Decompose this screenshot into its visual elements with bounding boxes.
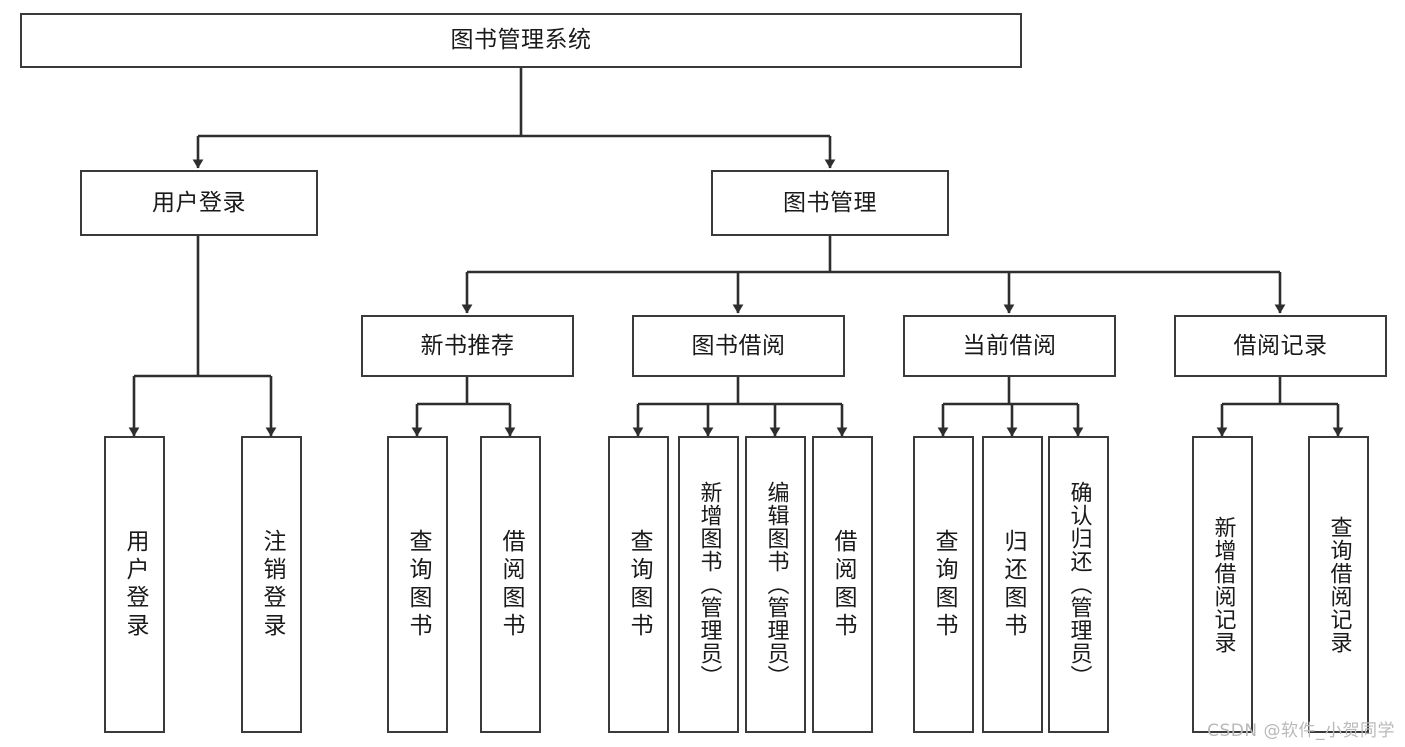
leaf-user-login[interactable]: 用户登录	[104, 436, 165, 733]
node-book-borrow[interactable]: 图书借阅	[632, 315, 845, 377]
node-book-management-label: 图书管理	[783, 189, 877, 216]
watermark-text: CSDN @软件_小贺同学	[1207, 721, 1395, 741]
leaf-borrow-book-2[interactable]: 借阅图书	[812, 436, 873, 733]
leaf-query-record[interactable]: 查询借阅记录	[1308, 436, 1369, 733]
leaf-edit-book-label: 编辑图书（管理员）	[763, 481, 789, 688]
node-new-book-recommend-label: 新书推荐	[420, 332, 515, 359]
leaf-add-record-label: 新增借阅记录	[1210, 515, 1236, 654]
leaf-add-book[interactable]: 新增图书（管理员）	[678, 436, 739, 733]
leaf-confirm-return-label: 确认归还（管理员）	[1066, 481, 1092, 688]
leaf-query-book-3[interactable]: 查询图书	[913, 436, 974, 733]
node-root[interactable]: 图书管理系统	[20, 13, 1022, 68]
leaf-borrow-book-1-label: 借阅图书	[498, 528, 524, 641]
leaf-query-book-3-label: 查询图书	[931, 528, 957, 641]
leaf-confirm-return[interactable]: 确认归还（管理员）	[1048, 436, 1109, 733]
leaf-query-book-2[interactable]: 查询图书	[608, 436, 669, 733]
leaf-borrow-book-2-label: 借阅图书	[830, 528, 856, 641]
node-book-management[interactable]: 图书管理	[711, 170, 949, 236]
node-root-label: 图书管理系统	[450, 27, 592, 53]
node-borrow-record-label: 借阅记录	[1233, 332, 1328, 359]
leaf-edit-book[interactable]: 编辑图书（管理员）	[745, 436, 806, 733]
leaf-borrow-book-1[interactable]: 借阅图书	[480, 436, 541, 733]
leaf-add-record[interactable]: 新增借阅记录	[1192, 436, 1253, 733]
node-user-login-label: 用户登录	[152, 189, 246, 216]
leaf-user-logout-label: 注销登录	[259, 528, 285, 641]
node-current-borrow-label: 当前借阅	[962, 332, 1057, 359]
leaf-add-book-label: 新增图书（管理员）	[696, 481, 722, 688]
leaf-user-login-label: 用户登录	[122, 528, 148, 641]
node-user-login[interactable]: 用户登录	[80, 170, 318, 236]
leaf-query-record-label: 查询借阅记录	[1326, 515, 1352, 654]
leaf-query-book-2-label: 查询图书	[626, 528, 652, 641]
node-current-borrow[interactable]: 当前借阅	[903, 315, 1116, 377]
node-new-book-recommend[interactable]: 新书推荐	[361, 315, 574, 377]
leaf-user-logout[interactable]: 注销登录	[241, 436, 302, 733]
node-book-borrow-label: 图书借阅	[691, 332, 786, 359]
leaf-query-book-1-label: 查询图书	[405, 528, 431, 641]
leaf-return-book-label: 归还图书	[1000, 528, 1026, 641]
leaf-return-book[interactable]: 归还图书	[982, 436, 1043, 733]
node-borrow-record[interactable]: 借阅记录	[1174, 315, 1387, 377]
leaf-query-book-1[interactable]: 查询图书	[387, 436, 448, 733]
